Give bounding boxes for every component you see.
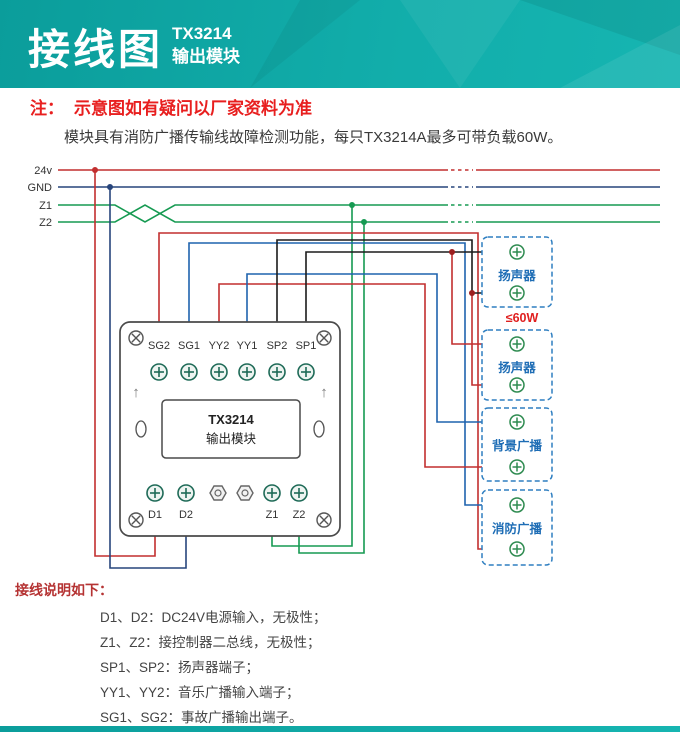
legend-item: YY1、YY2：音乐广播输入端子； <box>100 685 300 700</box>
wire-z2-to-module <box>298 222 365 554</box>
bus-lines <box>58 169 660 223</box>
bus-drop-wires <box>94 170 365 569</box>
device-terminal-icon <box>509 244 525 260</box>
terminal-screw-icon <box>210 363 228 381</box>
hex-nut-icon <box>209 485 227 501</box>
legend-item: D1、D2：DC24V电源输入，无极性； <box>100 610 327 625</box>
bus-label-gnd: GND <box>28 182 53 194</box>
header-model-block: TX3214 输出模块 <box>172 22 240 68</box>
terminal-label-sp2: SP2 <box>267 340 288 352</box>
module-type: 输出模块 <box>206 431 257 446</box>
terminal-label-d2: D2 <box>179 509 193 521</box>
terminal-screw-icon <box>146 484 164 502</box>
speaker2-label: 扬声器 <box>498 360 536 375</box>
module-nameplate <box>161 399 301 459</box>
junction-dots <box>92 167 475 296</box>
corner-screw-icon <box>316 330 332 346</box>
terminal-label-z1: Z1 <box>266 509 279 521</box>
background-broadcast-box <box>481 407 553 482</box>
corner-screw-icon <box>128 330 144 346</box>
terminal-label-z2: Z2 <box>293 509 306 521</box>
junction-dot <box>349 202 355 208</box>
terminal-screw-icon <box>263 484 281 502</box>
terminal-label-sp1: SP1 <box>296 340 317 352</box>
note-block: 注： 示意图如有疑问以厂家资料为准 模块具有消防广播传输线故障检测功能，每只TX3… <box>30 94 660 147</box>
device-terminal-icon <box>509 459 525 475</box>
up-arrow-icon: ↑ <box>132 384 140 401</box>
device-terminal-icon <box>509 414 525 430</box>
module-name: TX3214 <box>208 412 254 427</box>
hex-nut-icon <box>236 485 254 501</box>
legend-item: SP1、SP2：扬声器端子； <box>100 660 260 675</box>
bus-label-z1: Z1 <box>39 200 52 212</box>
junction-dot <box>469 290 475 296</box>
wiring-diagram: 24v GND Z1 Z2 <box>28 165 660 569</box>
wiring-legend: 接线说明如下： D1、D2：DC24V电源输入，无极性； Z1、Z2：接控制器二… <box>15 580 665 730</box>
terminal-screw-icon <box>180 363 198 381</box>
legend-title: 接线说明如下： <box>15 582 113 598</box>
wire-z1-to-module <box>271 205 353 547</box>
banner-decoration <box>250 0 680 88</box>
terminal-label-yy1: YY1 <box>237 340 258 352</box>
device-terminal-icon <box>509 377 525 393</box>
device-terminal-icon <box>509 285 525 301</box>
terminal-label-yy2: YY2 <box>209 340 230 352</box>
device-terminal-icon <box>509 541 525 557</box>
wire-yy1-background-broadcast <box>246 273 517 423</box>
wire-sp1-speaker1 <box>305 251 517 322</box>
speaker2-box <box>481 329 553 401</box>
terminal-screw-icon <box>177 484 195 502</box>
up-arrow-icon: ↑ <box>320 384 328 401</box>
corner-screw-icon <box>316 512 332 528</box>
model-code: TX3214 <box>172 24 232 43</box>
corner-screw-icon <box>128 512 144 528</box>
bus-labels: 24v GND Z1 Z2 <box>28 165 53 229</box>
junction-dot <box>92 167 98 173</box>
terminal-label-d1: D1 <box>148 509 162 521</box>
wire-yy2-background-broadcast <box>218 283 517 468</box>
wire-gnd-to-d2 <box>109 187 187 569</box>
bus-label-24v: 24v <box>34 165 52 177</box>
mounting-slot <box>135 420 147 438</box>
terminal-screw-icon <box>150 363 168 381</box>
legend-item: Z1、Z2：接控制器二总线，无极性； <box>100 635 321 650</box>
module-bottom-terminal-labels: D1 D2 Z1 Z2 <box>148 509 305 521</box>
terminal-screw-icon <box>238 363 256 381</box>
module: SG2 SG1 YY2 YY1 SP2 SP1 ↑ ↑ TX3214 输出模块 <box>119 321 341 537</box>
wire-24v-to-d1 <box>94 170 156 557</box>
background-broadcast-label: 背景广播 <box>492 438 543 453</box>
device-boxes: 扬声器 ≤60W 扬声器 背景广播 消防广播 <box>481 236 553 566</box>
terminal-screw-icon <box>297 363 315 381</box>
note-warning-line: 注： 示意图如有疑问以厂家资料为准 <box>30 94 660 119</box>
module-top-terminal-labels: SG2 SG1 YY2 YY1 SP2 SP1 <box>148 340 316 352</box>
note-warning: 示意图如有疑问以厂家资料为准 <box>74 99 312 118</box>
model-type: 输出模块 <box>172 47 240 66</box>
junction-dot <box>107 184 113 190</box>
note-prefix: 注： <box>30 99 64 118</box>
speaker1-box <box>481 236 553 308</box>
fire-broadcast-box <box>481 489 553 566</box>
bus-label-z2: Z2 <box>39 217 52 229</box>
terminal-label-sg1: SG1 <box>178 340 200 352</box>
header-banner: 接线图 TX3214 输出模块 <box>0 0 680 88</box>
device-terminal-icon <box>509 497 525 513</box>
page-title: 接线图 <box>28 26 164 73</box>
note-description: 模块具有消防广播传输线故障检测功能，每只TX3214A最多可带负载60W。 <box>64 129 563 146</box>
terminal-screw-icon <box>268 363 286 381</box>
junction-dot <box>449 249 455 255</box>
legend-item: SG1、SG2：事故广播输出端子。 <box>100 710 303 725</box>
footer-accent-bar <box>0 726 680 732</box>
fire-broadcast-label: 消防广播 <box>492 521 543 536</box>
device-terminal-icon <box>509 336 525 352</box>
junction-dot <box>361 219 367 225</box>
speaker1-label: 扬声器 <box>498 268 536 283</box>
terminal-label-sg2: SG2 <box>148 340 170 352</box>
legend-items: D1、D2：DC24V电源输入，无极性； Z1、Z2：接控制器二总线，无极性； … <box>100 605 665 730</box>
mounting-slot <box>313 420 325 438</box>
terminal-screw-icon <box>290 484 308 502</box>
load-rating-label: ≤60W <box>506 311 539 325</box>
